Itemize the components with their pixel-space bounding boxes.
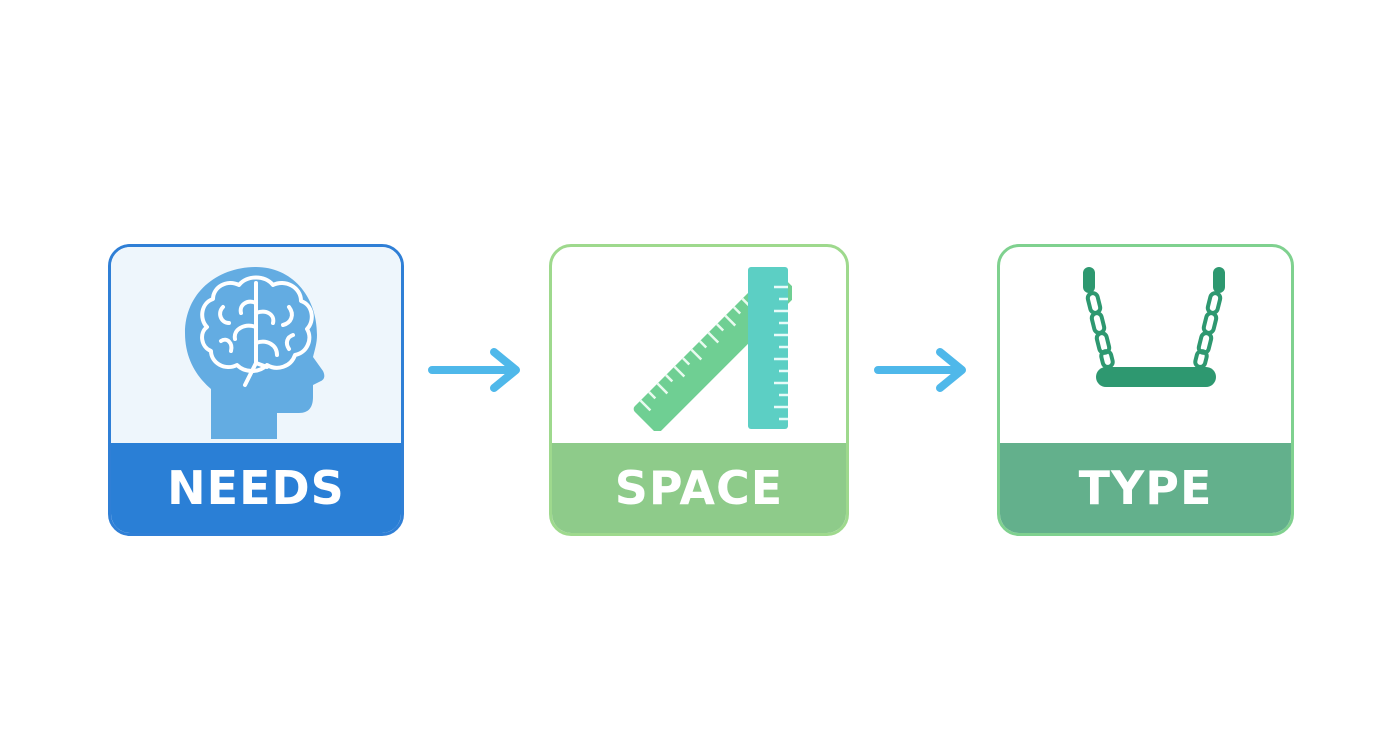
step-card-type: TYPE <box>997 244 1294 536</box>
ruler-icon <box>633 267 792 431</box>
type-icon-area <box>1000 247 1291 447</box>
arrow-right-icon <box>428 348 520 392</box>
needs-label-band: NEEDS <box>111 443 401 533</box>
arrow-right-icon <box>874 348 966 392</box>
type-label-band: TYPE <box>1000 443 1291 533</box>
needs-icon-area <box>111 247 401 447</box>
step-card-needs: NEEDS <box>108 244 404 536</box>
swing-icon <box>1083 267 1225 387</box>
step-label-space: SPACE <box>614 461 784 515</box>
space-icon-area <box>552 247 846 447</box>
step-label-type: TYPE <box>1078 461 1213 515</box>
step-label-needs: NEEDS <box>167 461 345 515</box>
head-brain-icon <box>185 267 325 439</box>
space-label-band: SPACE <box>552 443 846 533</box>
step-card-space: SPACE <box>549 244 849 536</box>
